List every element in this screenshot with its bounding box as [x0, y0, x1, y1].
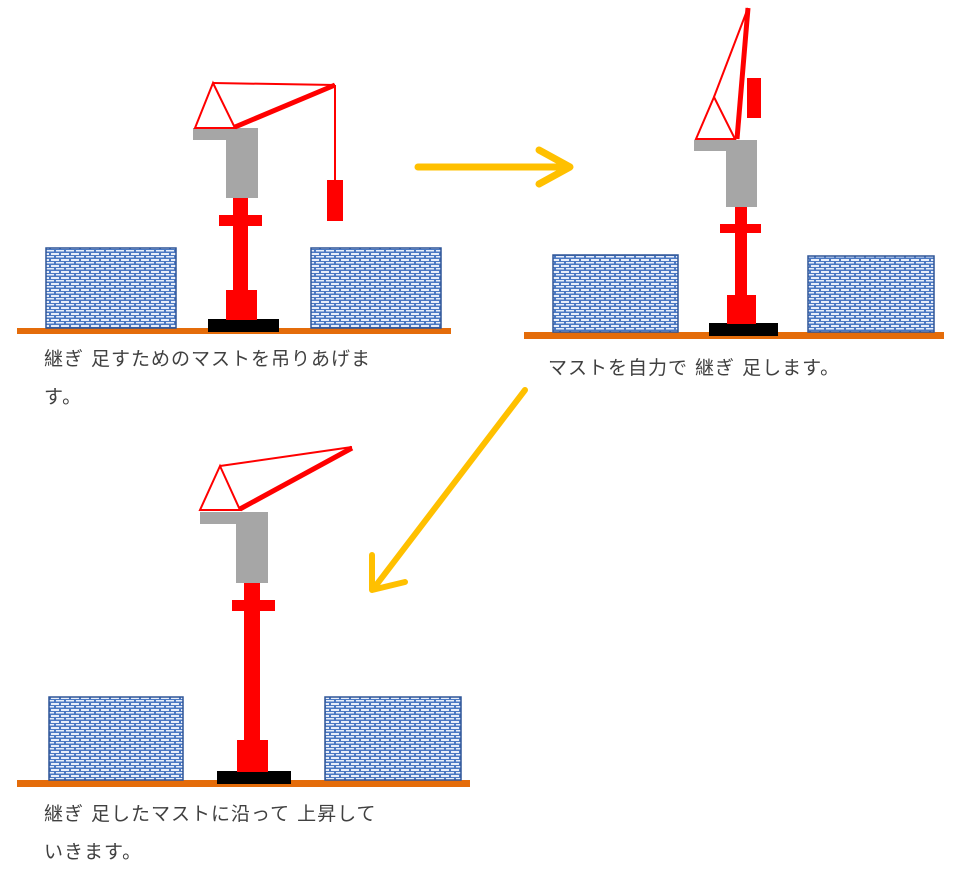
scene-2 — [524, 7, 944, 339]
scene-1 — [17, 80, 451, 334]
building-left — [45, 247, 177, 329]
building-right — [807, 255, 935, 333]
building-left — [552, 254, 679, 333]
cab — [193, 128, 258, 198]
step-2-caption: マストを自力で 継ぎ 足します。 — [548, 349, 840, 387]
jib — [734, 7, 751, 140]
building-right — [324, 696, 462, 781]
cab — [694, 140, 757, 207]
a-frame — [694, 94, 737, 140]
mast — [735, 205, 747, 297]
jib — [238, 445, 354, 512]
crane — [694, 7, 778, 336]
mast — [233, 196, 248, 292]
scene-3 — [17, 445, 470, 787]
cab — [200, 512, 268, 583]
pendant-line — [212, 82, 336, 86]
crane-base — [217, 771, 291, 784]
pendant-line — [219, 446, 353, 467]
building-left — [48, 696, 184, 781]
building-right — [310, 247, 442, 329]
mast-crossbar — [720, 224, 761, 233]
mast-section-being-added — [747, 78, 761, 118]
a-frame — [193, 80, 237, 129]
step-3-caption: 継ぎ 足したマストに沿って 上昇して いきます。 — [44, 795, 377, 871]
hoisted-mast-section — [327, 180, 343, 221]
step-1-caption: 継ぎ 足すためのマストを吊りあげま す。 — [44, 340, 371, 416]
caption-line: いきます。 — [44, 841, 143, 863]
arrow-right — [414, 146, 574, 188]
mast-crossbar — [232, 600, 275, 611]
mast-foot — [226, 290, 257, 320]
mast-crossbar — [219, 215, 262, 226]
mast-foot — [727, 295, 756, 324]
caption-line: す。 — [44, 386, 83, 408]
crane-base — [709, 323, 778, 336]
caption-line: マストを自力で 継ぎ 足します。 — [548, 357, 841, 379]
crane — [193, 80, 343, 332]
a-frame — [198, 463, 242, 511]
jib — [234, 82, 336, 130]
caption-line: 継ぎ 足すためのマストを吊りあげま — [44, 348, 372, 370]
pendant-line — [713, 7, 749, 98]
mast-foot — [237, 740, 268, 772]
caption-line: 継ぎ 足したマストに沿って 上昇して — [44, 803, 377, 825]
crane — [198, 445, 354, 784]
mast — [244, 581, 260, 742]
crane-base — [208, 319, 279, 332]
arrow-down-left — [369, 387, 528, 593]
